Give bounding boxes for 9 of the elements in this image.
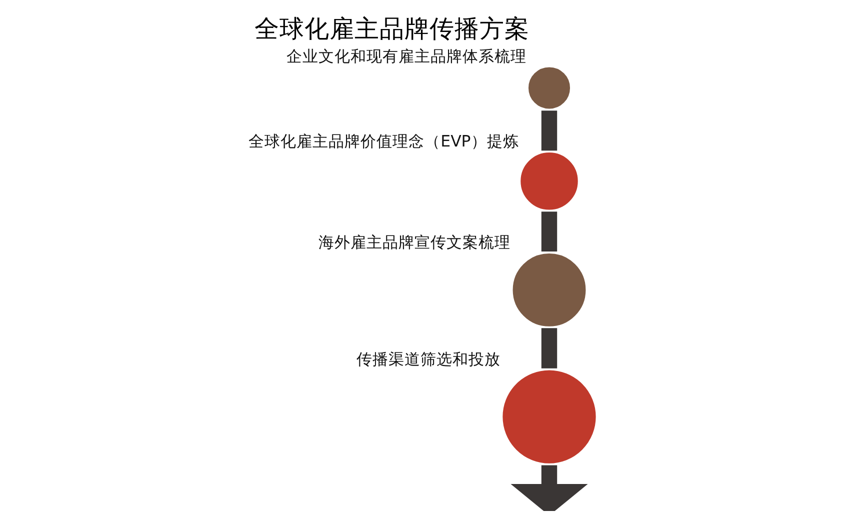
node-label: 企业文化和现有雇主品牌体系梳理: [286, 46, 527, 66]
diagram-title: 全球化雇主品牌传播方案: [254, 14, 530, 43]
connector: [541, 110, 558, 151]
node-label: 传播渠道筛选和投放: [356, 349, 501, 368]
arrow: [510, 465, 588, 511]
node-label: 海外雇主品牌宣传文案梳理: [318, 232, 511, 252]
connector: [541, 328, 558, 368]
connector: [541, 212, 558, 252]
node-label: 全球化雇主品牌价值理念（EVP）提炼: [248, 132, 519, 151]
